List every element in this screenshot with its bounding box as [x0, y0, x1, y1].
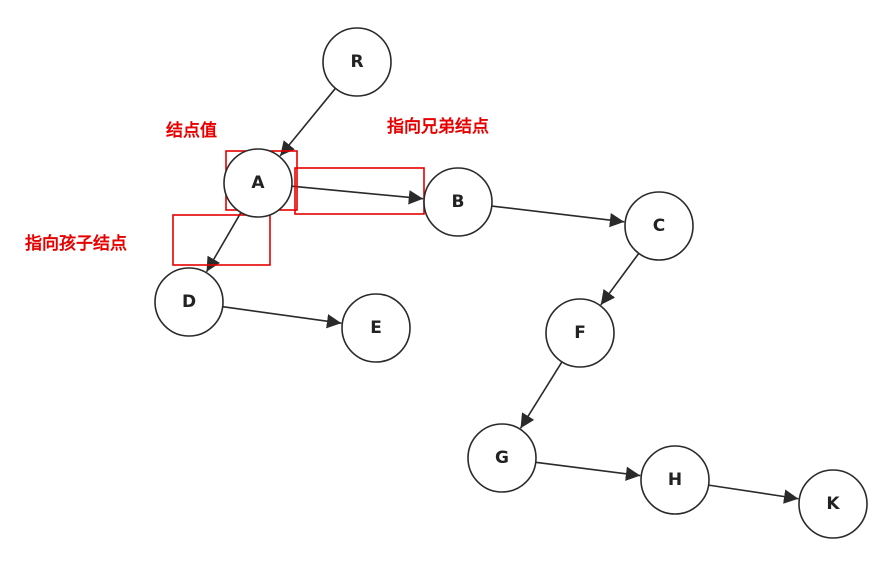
edge-d-e: [222, 305, 342, 329]
node-circle-k: [798, 469, 868, 539]
edge-a-d: [205, 212, 242, 273]
node-label-h: H: [668, 470, 682, 490]
edge-b-c: [491, 205, 625, 228]
edge-h-k: [708, 484, 799, 504]
node-e: E: [341, 293, 411, 363]
node-label-f: F: [574, 323, 586, 343]
edges: [205, 87, 799, 504]
node-label-d: D: [182, 292, 196, 312]
node-r: R: [322, 27, 392, 97]
node-label-b: B: [452, 192, 465, 212]
annotation-node-value: 结点值: [166, 120, 217, 141]
node-label-k: K: [826, 494, 840, 514]
annotation-sibling-pointer: 指向兄弟结点: [387, 116, 489, 137]
node-circle-b: [423, 167, 493, 237]
node-circle-c: [624, 191, 694, 261]
node-f: F: [545, 298, 615, 368]
nodes: R A B C D E F G H K: [154, 27, 868, 539]
node-circle-a: [223, 148, 293, 218]
node-h: H: [640, 445, 710, 515]
node-label-c: C: [653, 216, 665, 236]
node-circle-h: [640, 445, 710, 515]
node-a: A: [223, 148, 293, 218]
node-label-g: G: [495, 448, 509, 468]
edge-r-a: [279, 87, 337, 157]
node-circle-f: [545, 298, 615, 368]
annotation-child-pointer: 指向孩子结点: [25, 233, 127, 254]
node-circle-e: [341, 293, 411, 363]
edge-a-b: [291, 185, 424, 205]
node-g: G: [467, 423, 537, 493]
node-b: B: [423, 167, 493, 237]
edge-f-g: [519, 361, 563, 429]
node-label-a: A: [251, 173, 265, 193]
node-label-r: R: [350, 52, 363, 72]
node-label-e: E: [370, 318, 382, 338]
edge-g-h: [535, 461, 641, 481]
node-k: K: [798, 469, 868, 539]
node-circle-d: [154, 267, 224, 337]
node-circle-r: [322, 27, 392, 97]
sibling-pointer-highlight-box: [294, 167, 425, 215]
edge-c-f: [600, 252, 640, 306]
node-c: C: [624, 191, 694, 261]
child-pointer-highlight-box: [172, 214, 271, 266]
node-d: D: [154, 267, 224, 337]
node-circle-g: [467, 423, 537, 493]
